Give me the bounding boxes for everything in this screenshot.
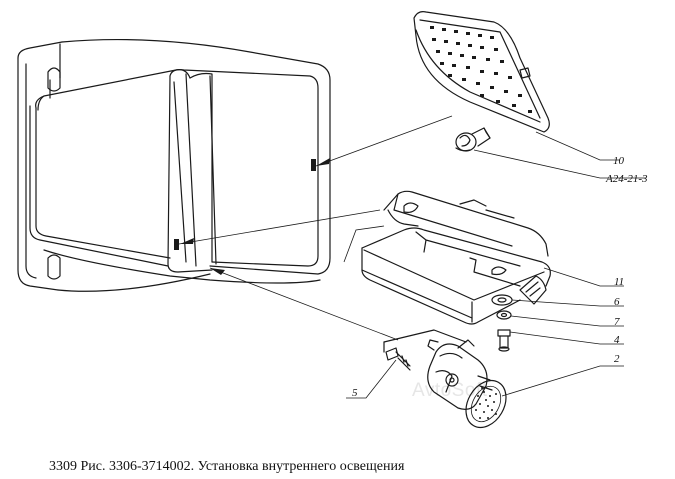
callout-leaders <box>346 131 646 399</box>
callout-11: 11 <box>614 276 624 288</box>
callout-6: 6 <box>614 296 620 308</box>
cab-body <box>17 38 331 292</box>
callout-4: 4 <box>614 334 620 346</box>
dome-lamp-diffuser <box>413 11 550 133</box>
lamp-bulb <box>455 127 491 152</box>
callout-a24-21-3: А24-21-3 <box>605 173 648 185</box>
assembly-leader-lines <box>178 115 453 341</box>
figure-caption: 3309 Рис. 3306-3714002. Установка внутре… <box>49 459 405 474</box>
washer-6 <box>491 294 513 306</box>
callout-7: 7 <box>614 316 620 328</box>
watermark-text: AvtoSoft <box>412 380 488 401</box>
lamp-mount-mark-roof <box>311 159 316 171</box>
callout-10: 10 <box>613 155 625 167</box>
lamp-mount-mark-front <box>174 239 179 250</box>
switch-knob <box>465 379 507 429</box>
callout-2: 2 <box>614 353 620 365</box>
lamp-housing <box>343 190 551 325</box>
washer-7 <box>496 310 512 320</box>
fastener-washers-screw <box>491 294 513 352</box>
callout-5: 5 <box>352 387 358 399</box>
switch-assembly <box>383 329 507 429</box>
